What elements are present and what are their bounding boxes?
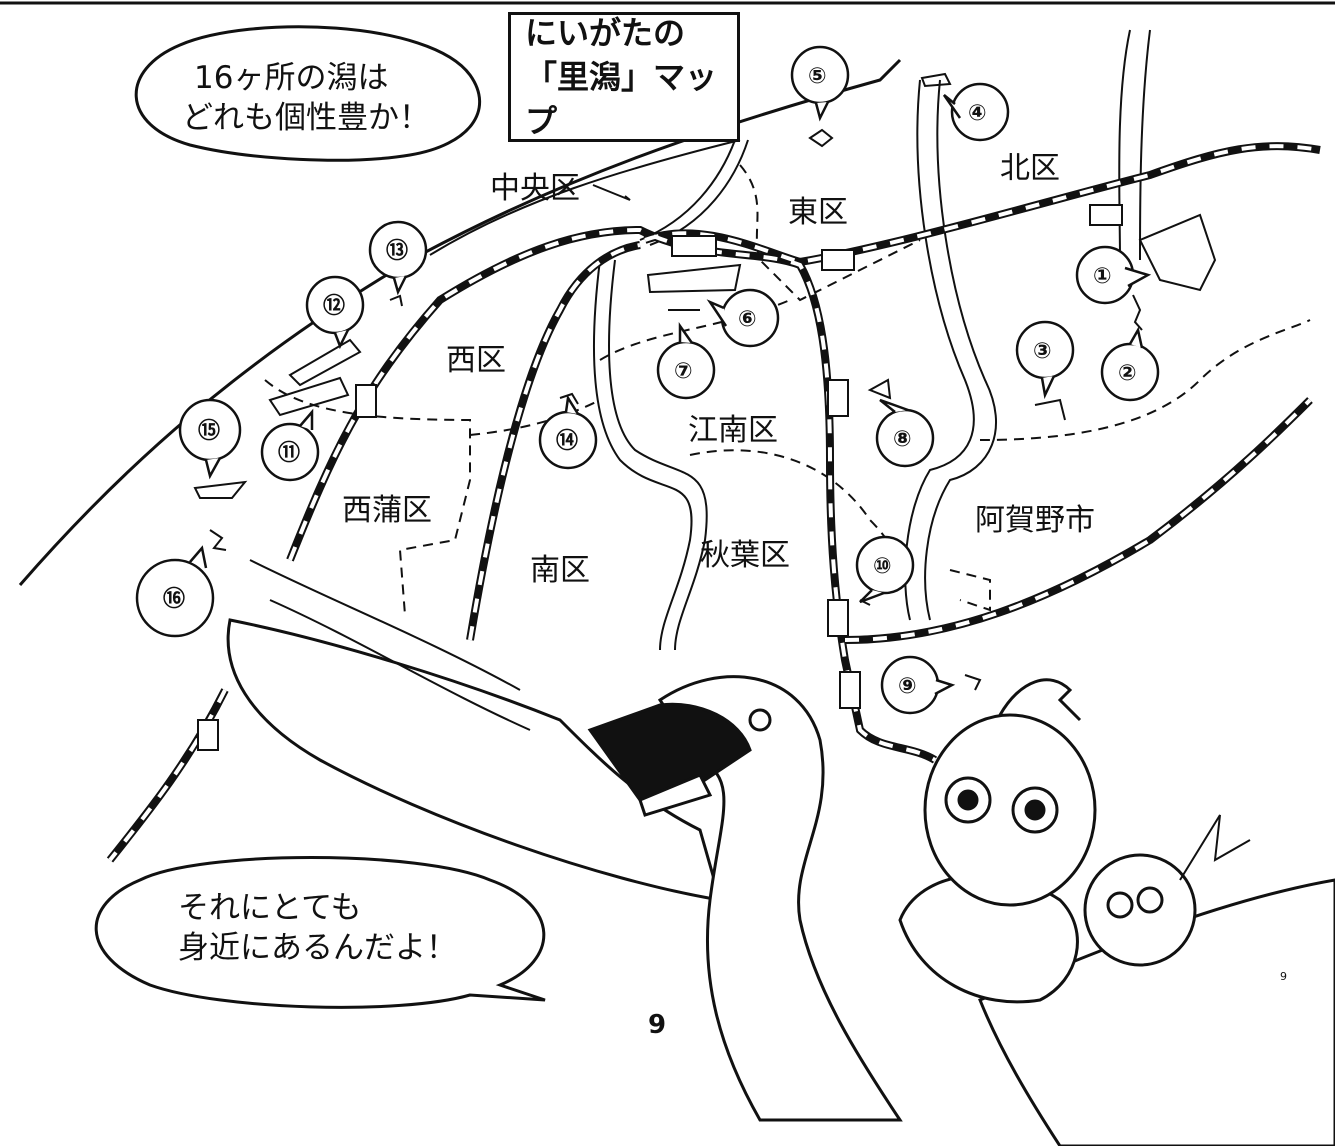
page-number: 9 bbox=[648, 1010, 667, 1040]
svg-text:⑭: ⑭ bbox=[556, 428, 578, 454]
svg-text:⑮: ⑮ bbox=[198, 418, 220, 444]
district-akiha: 秋葉区 bbox=[700, 538, 790, 573]
district-kita: 北区 bbox=[1000, 151, 1060, 186]
district-chuo: 中央区 bbox=[490, 171, 580, 206]
district-konan: 江南区 bbox=[688, 413, 778, 448]
svg-text:⑤: ⑤ bbox=[808, 64, 827, 89]
district-agano: 阿賀野市 bbox=[975, 503, 1095, 538]
swan-illustration bbox=[226, 559, 1335, 1146]
svg-text:⑯: ⑯ bbox=[163, 586, 185, 612]
marker-9: ⑨ bbox=[880, 655, 956, 715]
top-bubble-text: 16ヶ所の潟は どれも個性豊か！ bbox=[182, 58, 430, 138]
page-number-small: 9 bbox=[1280, 970, 1287, 983]
children-illustration bbox=[898, 678, 1251, 1004]
railways bbox=[106, 142, 1321, 863]
speech-bubble-top bbox=[134, 25, 482, 162]
lagoons bbox=[193, 72, 1217, 691]
svg-text:⑬: ⑬ bbox=[386, 238, 408, 264]
marker-3: ③ bbox=[1015, 320, 1075, 400]
top-bubble-line2: どれも個性豊か！ bbox=[182, 100, 430, 136]
svg-text:⑥: ⑥ bbox=[738, 307, 757, 332]
marker-15: ⑮ bbox=[178, 398, 242, 480]
marker-1: ① bbox=[1075, 245, 1152, 305]
marker-6: ⑥ bbox=[706, 288, 780, 348]
bottom-bubble-line1: それにとても bbox=[178, 890, 362, 926]
marker-8: ⑧ bbox=[875, 398, 935, 468]
top-bubble-line1: 16ヶ所の潟は bbox=[194, 60, 389, 96]
marker-14: ⑭ bbox=[538, 394, 598, 470]
marker-10: ⑩ bbox=[855, 535, 915, 604]
district-minami: 南区 bbox=[530, 553, 590, 588]
district-labels: 北区 東区 中央区 西区 江南区 西蒲区 南区 秋葉区 阿賀野市 bbox=[342, 151, 1095, 588]
lagoon-markers: ① ② ③ ④ ⑤ ⑥ ⑦ ⑧ ⑨ ⑩ ⑪ ⑫ ⑬ ⑭ ⑮ ⑯ bbox=[135, 45, 1160, 715]
svg-text:⑪: ⑪ bbox=[278, 440, 300, 466]
svg-text:③: ③ bbox=[1033, 339, 1052, 364]
marker-12: ⑫ bbox=[305, 275, 365, 350]
map-title-line1: にいがたの bbox=[525, 14, 686, 52]
marker-13: ⑬ bbox=[368, 220, 428, 296]
district-nishi: 西区 bbox=[446, 343, 506, 378]
speech-bubble-bottom bbox=[94, 856, 546, 1009]
svg-text:①: ① bbox=[1093, 264, 1112, 289]
bottom-bubble-text: それにとても 身近にあるんだよ！ bbox=[178, 888, 457, 968]
marker-2: ② bbox=[1100, 326, 1160, 402]
district-nishikan: 西蒲区 bbox=[342, 493, 432, 528]
marker-11: ⑪ bbox=[260, 408, 320, 482]
map-title: にいがたの 「里潟」マップ bbox=[508, 12, 740, 142]
district-higashi: 東区 bbox=[788, 195, 848, 230]
marker-5: ⑤ bbox=[790, 45, 850, 122]
svg-text:④: ④ bbox=[968, 101, 987, 126]
svg-text:⑧: ⑧ bbox=[893, 427, 912, 452]
map-title-line2: 「里潟」マップ bbox=[525, 58, 718, 140]
rivers bbox=[593, 29, 1151, 651]
svg-text:⑫: ⑫ bbox=[323, 293, 345, 319]
marker-16: ⑯ bbox=[135, 545, 215, 638]
svg-text:②: ② bbox=[1118, 361, 1137, 386]
marker-4: ④ bbox=[942, 82, 1010, 142]
svg-text:⑩: ⑩ bbox=[873, 554, 892, 579]
svg-text:⑨: ⑨ bbox=[898, 674, 917, 699]
marker-7: ⑦ bbox=[656, 322, 716, 400]
svg-text:⑦: ⑦ bbox=[674, 359, 693, 384]
bottom-bubble-line2: 身近にあるんだよ！ bbox=[178, 930, 457, 966]
